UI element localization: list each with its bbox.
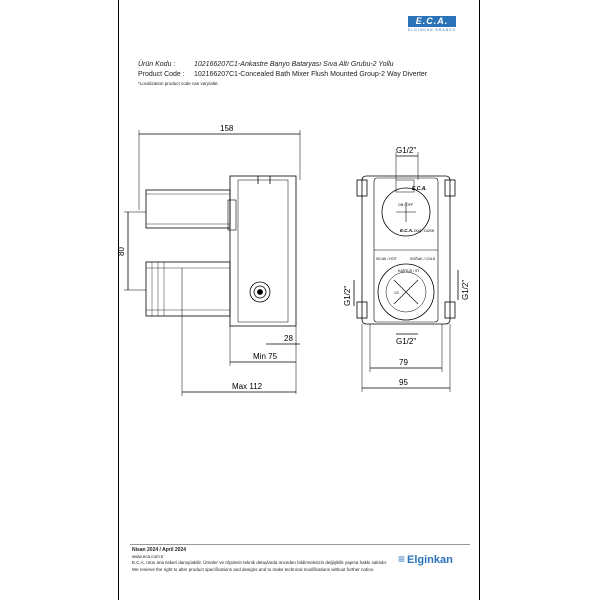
front-brand-top: E.C.A. <box>412 186 427 192</box>
product-code-tr: Ürün Kodu : 102166207C1-Ankastre Banyo B… <box>138 60 427 70</box>
dim-28-label: 28 <box>284 334 293 343</box>
front-brand-bottom: E.C.A. <box>400 228 413 233</box>
dim-95-label: 95 <box>399 378 408 387</box>
mount-tab <box>356 179 368 197</box>
elginkan-name: Elginkan <box>407 554 453 566</box>
mount-tab <box>444 179 456 197</box>
body <box>229 175 297 327</box>
drawing-sheet <box>118 0 480 600</box>
eca-logo-text: E.C.A. <box>408 16 456 27</box>
connector-inner <box>253 285 267 299</box>
front-center-label: KARTUŞ / ST <box>398 269 420 273</box>
elginkan-brand: ≡Elginkan <box>398 552 453 566</box>
product-info: Ürün Kodu : 102166207C1-Ankastre Banyo B… <box>138 60 427 87</box>
dim-80-label: 80 <box>117 247 126 256</box>
upper-pipe <box>145 189 231 229</box>
product-code-value-en: 102166207C1-Concealed Bath Mixer Flush M… <box>193 71 428 78</box>
front-bath-label: DUŞ / DUSH <box>414 229 435 233</box>
top-port <box>395 179 415 193</box>
front-hot-label: SICAK / HOT <box>376 257 398 261</box>
front-panel-labels: E.C.A. E.C.A. SICAK / HOT SOĞUK / COLD D… <box>376 186 436 295</box>
footer-line-2: We reserve the right to alter product sp… <box>132 566 375 572</box>
front-marker-bottom: 1/2 <box>394 291 399 295</box>
dim-min-label: Min 75 <box>253 352 278 361</box>
footer-line-1: E.C.A. ürün ana tiskeri danışılabilir. Ü… <box>132 560 388 565</box>
mixer-inner <box>385 271 427 313</box>
dim-max-label: Max 112 <box>232 382 263 391</box>
product-code-en: Product Code : 102166207C1-Concealed Bat… <box>138 70 427 80</box>
localization-note: *Localization product code can vary/alte… <box>138 81 219 86</box>
dim-g-left-label: G1/2" <box>343 286 352 306</box>
mixer-dial <box>377 263 435 321</box>
side-view <box>124 130 301 396</box>
lower-pipe <box>145 261 231 317</box>
eca-logo: E.C.A. ELGINKAN BRANDS <box>402 16 462 32</box>
dim-g-bottom-label: G1/2" <box>396 337 416 346</box>
elginkan-mark-icon: ≡ <box>398 552 406 566</box>
front-view <box>353 152 459 392</box>
flange <box>227 199 237 231</box>
diverter-dial <box>381 187 431 237</box>
footer-date: Nisan 2024 / April 2024 <box>132 547 187 553</box>
dim-79-label: 79 <box>399 358 408 367</box>
product-code-label-en: Product Code : <box>138 71 185 78</box>
product-code-label-tr: Ürün Kodu : <box>138 61 176 68</box>
dim-158-label: 158 <box>220 124 234 133</box>
front-plate <box>361 175 451 325</box>
body-inner <box>237 179 289 323</box>
front-cold-label: SOĞUK / COLD <box>410 256 436 261</box>
footer: Nisan 2024 / April 2024 www.eca.com.tr E… <box>132 547 387 573</box>
footer-divider <box>130 544 470 545</box>
dim-g-right-label: G1/2" <box>461 280 470 300</box>
product-code-value-tr: 102166207C1-Ankastre Banyo Bataryası Sıv… <box>193 61 394 68</box>
front-marker-top: ON / OFF <box>398 203 413 207</box>
mount-tab <box>356 301 368 319</box>
connector-core <box>257 289 263 295</box>
mount-tab <box>444 301 456 319</box>
footer-site: www.eca.com.tr <box>132 553 164 559</box>
eca-logo-subtitle: ELGINKAN BRANDS <box>407 28 457 32</box>
connector-circle <box>249 281 271 303</box>
cross-line <box>393 279 419 305</box>
dim-g-top-label: G1/2" <box>396 146 416 155</box>
